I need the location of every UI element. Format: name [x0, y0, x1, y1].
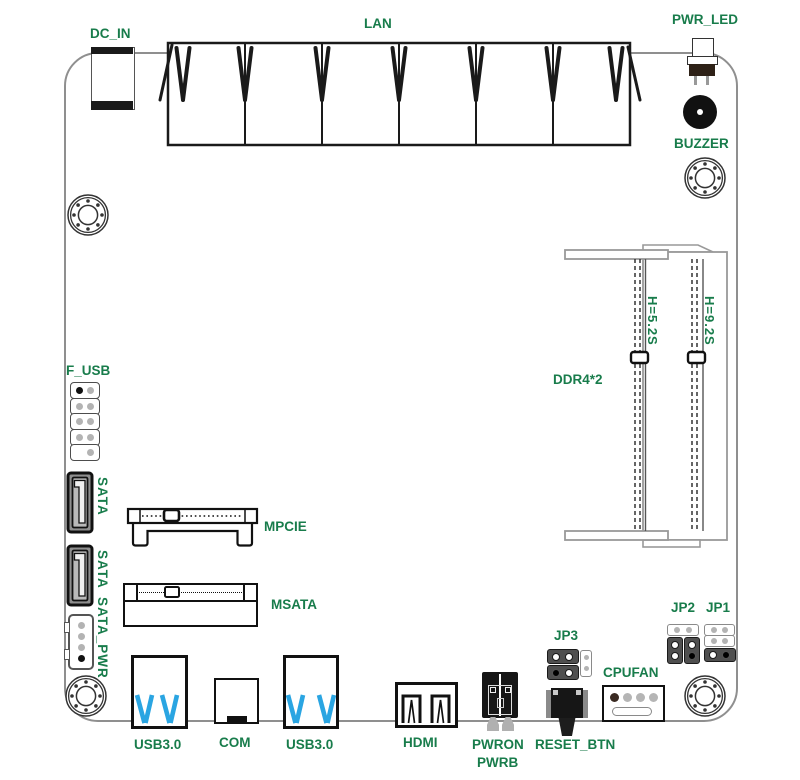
sata-connector: [66, 544, 94, 607]
buzzer-component: [683, 95, 717, 129]
dimm-key-notch: [629, 350, 650, 365]
sata1-label: SATA: [95, 477, 110, 516]
f-usb-header: [70, 382, 100, 462]
ddr4-label: DDR4*2: [553, 372, 603, 387]
mounting-hole-icon: [684, 157, 726, 199]
dc-in-connector: [91, 47, 135, 110]
dimm-key-notch: [686, 350, 707, 365]
jp2-jumper: [667, 624, 700, 664]
pwrb-label: PWRB: [477, 755, 519, 770]
jp3-jumper: [547, 649, 579, 680]
usb3-port: [283, 655, 339, 729]
dimm2-height-label: H=9.2S: [702, 296, 717, 346]
lan-port-block: [158, 41, 642, 147]
hdmi-label: HDMI: [403, 735, 438, 750]
buzzer-label: BUZZER: [674, 136, 729, 151]
pin1-marker: [75, 387, 83, 395]
sata-pwr-label: SATA_PWR: [95, 597, 110, 679]
usb3-label-1: USB3.0: [134, 737, 182, 752]
msata-label: MSATA: [271, 597, 317, 612]
dimm1-height-label: H=5.2S: [645, 296, 660, 346]
jp1-jumper: [704, 624, 736, 662]
sata-connector: [66, 471, 94, 534]
dc-in-label: DC_IN: [90, 26, 131, 41]
reset-button-component: [546, 686, 588, 738]
jp2-label: JP2: [671, 600, 696, 615]
msata-slot: [123, 583, 258, 627]
power-button-component: [482, 672, 518, 718]
pwron-label: PWRON: [472, 737, 524, 752]
f-usb-label: F_USB: [66, 363, 111, 378]
sata-pwr-connector: [64, 614, 94, 670]
ddr4-sodimm-slots: [564, 244, 728, 548]
usb3-port: [131, 655, 188, 729]
power-button-leg: [502, 717, 514, 731]
pwr-led-label: PWR_LED: [672, 12, 739, 27]
com-label: COM: [219, 735, 251, 750]
jp3-label: JP3: [554, 628, 579, 643]
jp1-label: JP1: [706, 600, 731, 615]
usb-contact-icons: [134, 694, 180, 724]
mounting-hole-icon: [684, 675, 726, 717]
reset-btn-label: RESET_BTN: [535, 737, 616, 752]
cpufan-label: CPUFAN: [603, 665, 659, 680]
cpufan-connector: [602, 685, 665, 722]
mpcie-slot: [126, 507, 259, 547]
usb-contact-icons: [285, 694, 337, 724]
rj45-latch-icons: [174, 46, 625, 102]
com-port: [214, 678, 259, 724]
hdmi-port: [395, 682, 458, 728]
mpcie-label: MPCIE: [264, 519, 307, 534]
mounting-hole-icon: [65, 675, 107, 717]
jp3-open-pins: [580, 650, 592, 677]
sata2-label: SATA: [95, 550, 110, 589]
lan-label: LAN: [364, 16, 392, 31]
power-button-leg: [487, 717, 499, 731]
mounting-hole-icon: [67, 194, 109, 236]
usb3-label-2: USB3.0: [286, 737, 334, 752]
hdmi-contact-icons: [401, 694, 451, 724]
